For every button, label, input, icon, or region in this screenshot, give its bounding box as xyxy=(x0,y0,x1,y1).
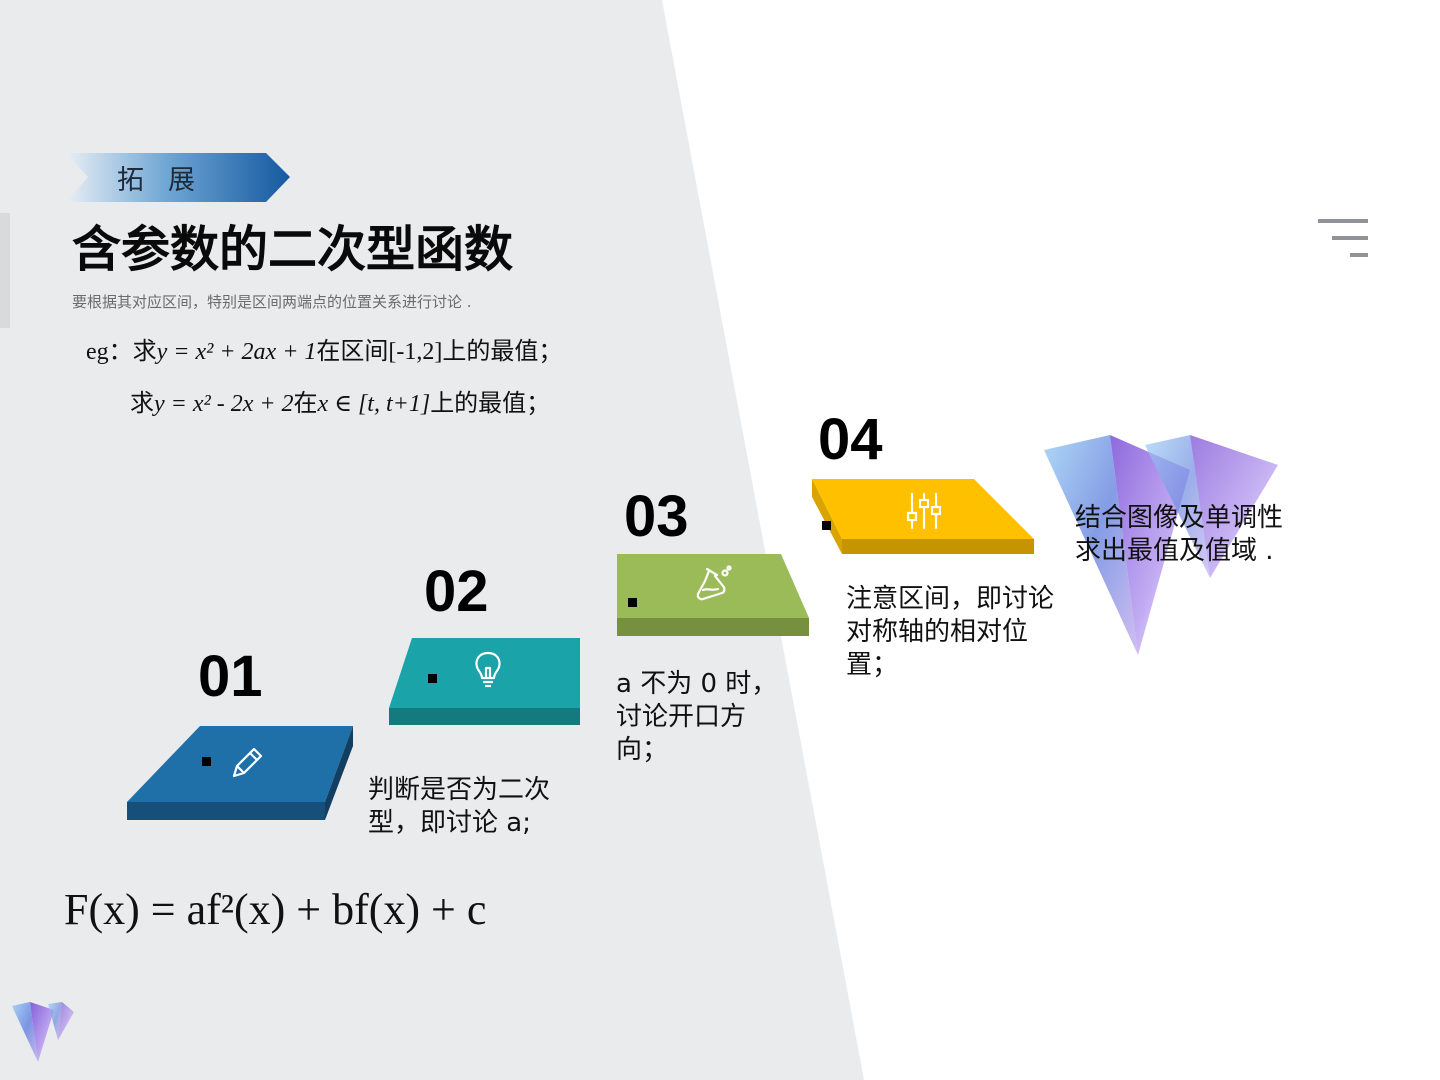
example-1-interval: [-1,2] xyxy=(388,339,443,365)
page-subtitle: 要根据其对应区间，特别是区间两端点的位置关系进行讨论 . xyxy=(72,293,472,311)
logo-crystal-icon xyxy=(12,1002,74,1062)
step-4-bullet xyxy=(822,521,831,530)
step-1-text: 判断是否为二次型，即讨论 a; xyxy=(368,775,551,838)
tag-label: 拓展 xyxy=(117,165,219,196)
step-2-number: 02 xyxy=(424,559,489,624)
step-2-bullet xyxy=(428,674,437,683)
step-1-bullet xyxy=(202,757,211,766)
example-2-expr: y = x² - 2x + 2 xyxy=(154,391,294,417)
step-1-number: 01 xyxy=(198,644,263,709)
menu-icon[interactable] xyxy=(1318,219,1370,259)
step-2-text: a 不为 0 时，讨论开口方向； xyxy=(616,669,778,765)
example-2-interval: x ∈ [t, t+1] xyxy=(317,391,431,417)
step-3-number: 03 xyxy=(624,484,689,549)
step-2-block xyxy=(389,638,580,725)
lightbulb-icon xyxy=(475,651,501,688)
crystal-decoration xyxy=(1044,435,1278,655)
tag-ribbon xyxy=(66,153,290,202)
page-title: 含参数的二次型函数 xyxy=(72,220,514,278)
example-2-prefix: 求 xyxy=(130,391,154,417)
step-3-text: 注意区间，即讨论对称轴的相对位置； xyxy=(846,584,1055,680)
step-3-bullet xyxy=(628,598,637,607)
example-line-2: 求y = x² - 2x + 2在x ∈ [t, t+1]上的最值； xyxy=(130,383,550,418)
example-1-expr: y = x² + 2ax + 1 xyxy=(156,339,317,365)
example-2-mid: 在 xyxy=(293,391,318,417)
pencil-icon xyxy=(232,747,263,778)
example-1-prefix: eg：求 xyxy=(86,339,157,365)
step-4-text: 结合图像及单调性求出最值及值域 . xyxy=(1075,503,1284,566)
sliders-icon xyxy=(906,492,942,530)
example-1-mid: 在区间 xyxy=(316,339,389,365)
step-3-block xyxy=(617,554,809,636)
composite-formula: F(x) = af²(x) + bf(x) + c xyxy=(64,885,487,934)
flask-icon xyxy=(696,565,732,601)
step-4-number: 04 xyxy=(818,407,883,472)
example-2-suffix: 上的最值； xyxy=(430,391,551,417)
example-line-1: eg：求y = x² + 2ax + 1在区间[-1,2]上的最值； xyxy=(86,331,562,366)
example-1-suffix: 上的最值； xyxy=(442,339,563,365)
